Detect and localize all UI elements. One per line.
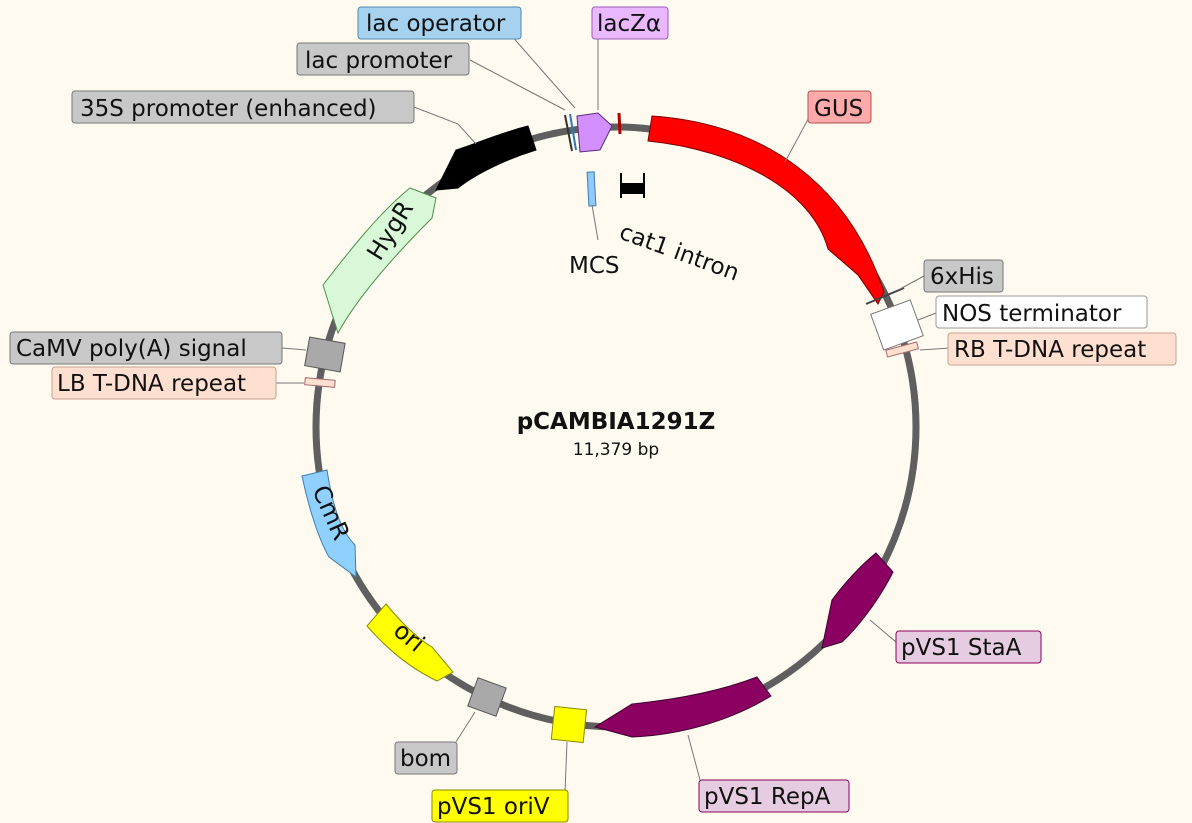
leader-35s <box>413 106 477 145</box>
leader-mcs <box>591 204 599 241</box>
camv-label-box <box>9 331 283 365</box>
leader-rb <box>919 347 951 351</box>
promoter-35s-feature[interactable] <box>435 125 537 191</box>
mcs-feature[interactable] <box>586 171 597 207</box>
bom-feature[interactable] <box>467 677 507 717</box>
leader-lac-operator <box>509 33 576 109</box>
lacz-label-box <box>591 6 669 40</box>
gus-label: GUS <box>814 96 863 122</box>
lacz-label: lacZα <box>597 11 661 37</box>
cat1-intron-feature[interactable] <box>620 173 645 198</box>
leader-gus <box>784 111 813 163</box>
gus-label-box <box>807 90 872 124</box>
hygr-feature[interactable] <box>322 187 437 335</box>
his6-label-box <box>923 259 1004 293</box>
leader-lac-promoter <box>469 59 566 111</box>
mcs-label: MCS <box>569 253 620 279</box>
leader-staa <box>869 619 897 643</box>
nos-terminator-feature[interactable] <box>870 299 924 351</box>
staa-label-box <box>895 630 1042 664</box>
gus-feature[interactable] <box>647 115 885 305</box>
leader-camv <box>281 347 307 351</box>
lb-repeat-label: LB T-DNA repeat <box>57 371 246 397</box>
his6-feature[interactable] <box>865 287 905 305</box>
leader-oriv <box>564 741 568 793</box>
his6-label: 6xHis <box>930 264 994 290</box>
ori-feature[interactable] <box>366 603 454 682</box>
pvs1-staa-feature[interactable] <box>821 552 894 649</box>
camv-polya-feature[interactable] <box>304 336 346 373</box>
pvs1-oriv-label: pVS1 oriV <box>437 794 550 820</box>
nos-terminator-label: NOS terminator <box>942 301 1122 327</box>
lac-promoter-label: lac promoter <box>305 48 453 74</box>
lac-operator-label: lac operator <box>366 11 506 37</box>
lb-label-box <box>51 366 277 400</box>
bom-label-box <box>394 741 458 775</box>
repa-label-box <box>698 779 850 813</box>
nos-label-box <box>935 295 1148 329</box>
pvs1-repa-label: pVS1 RepA <box>704 784 831 810</box>
plasmid-size: 11,379 bp <box>573 440 659 460</box>
pvs1-staa-label: pVS1 StaA <box>901 635 1022 661</box>
lb-repeat-feature[interactable] <box>304 377 336 388</box>
camv-polya-label: CaMV poly(A) signal <box>16 336 247 362</box>
promoter-35s-label: 35S promoter (enhanced) <box>80 96 377 122</box>
rb-repeat-feature[interactable] <box>885 341 920 358</box>
promoter-35s-label-box <box>71 90 415 124</box>
leader-repa <box>687 734 701 781</box>
cat1-intron-label: cat1 intron <box>616 219 743 286</box>
leader-bom <box>455 711 476 743</box>
pvs1-oriv-feature[interactable] <box>550 705 588 744</box>
oriv-label-box <box>431 789 569 823</box>
lac-promoter-label-box <box>296 42 470 76</box>
lacz-alpha-feature[interactable] <box>564 112 622 153</box>
leader-nos <box>917 312 937 321</box>
pvs1-repa-feature[interactable] <box>593 676 772 738</box>
plasmid-name: pCAMBIA1291Z <box>517 409 716 435</box>
leader-6xhis <box>899 275 925 290</box>
rb-repeat-label: RB T-DNA repeat <box>954 337 1146 363</box>
cmr-feature[interactable] <box>301 469 357 579</box>
rb-label-box <box>947 332 1177 366</box>
lac-operator-label-box <box>357 6 522 40</box>
bom-label: bom <box>400 746 451 772</box>
